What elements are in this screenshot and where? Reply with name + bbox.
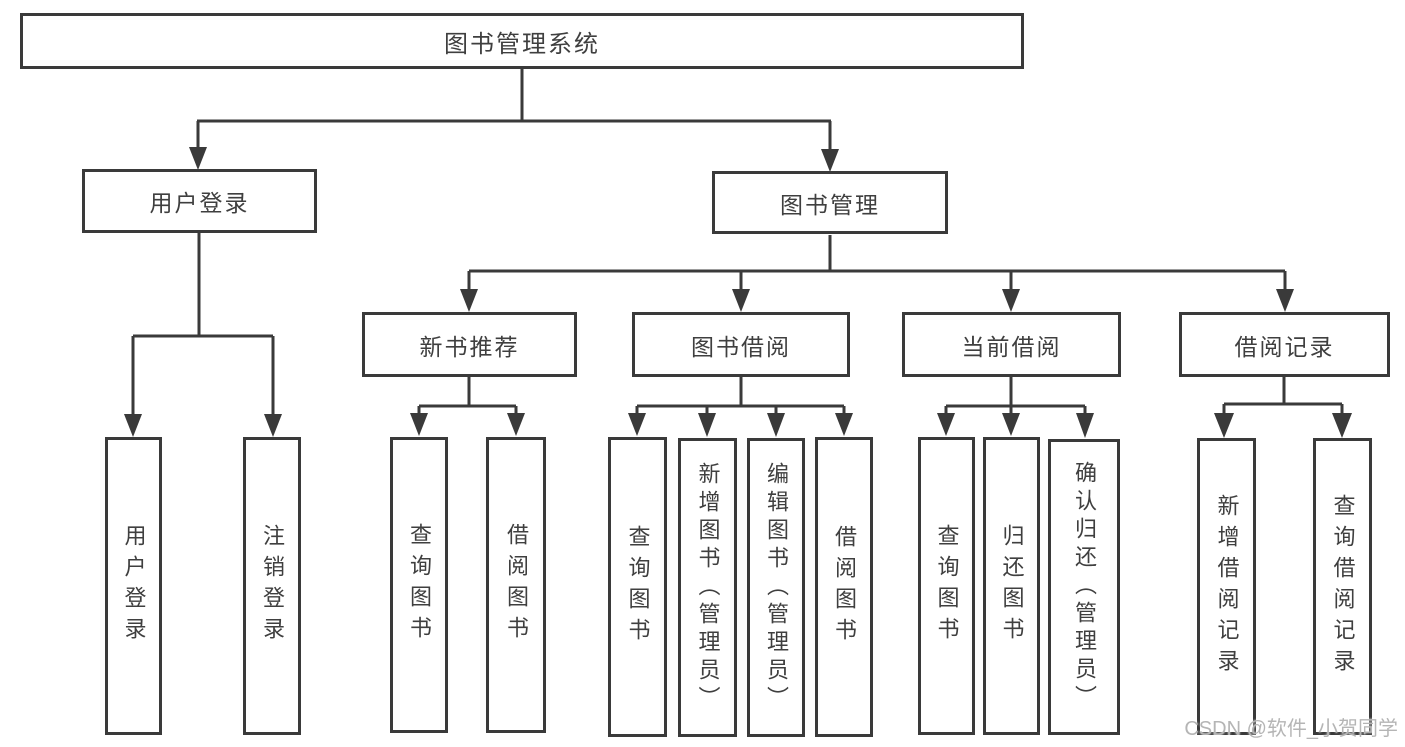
node-label: 查询借阅记录	[1330, 493, 1356, 680]
node-library-management-system: 图书管理系统	[20, 13, 1024, 69]
node-label: 编辑图书（管理员）	[764, 461, 789, 714]
connector-book-management-branch	[460, 235, 1294, 312]
node-label: 用户登录	[121, 524, 147, 648]
leaf-add-borrow-record: 新增借阅记录	[1197, 438, 1256, 735]
node-label: 确认归还（管理员）	[1072, 461, 1097, 713]
connector-borrow-records-branch	[1214, 377, 1352, 438]
node-label: 注销登录	[260, 524, 285, 648]
node-current-borrow: 当前借阅	[902, 312, 1121, 377]
leaf-query-borrow-record: 查询借阅记录	[1313, 438, 1372, 735]
connector-current-borrow-branch	[937, 377, 1094, 438]
node-label: 新增借阅记录	[1214, 493, 1240, 680]
node-label: 借阅图书	[504, 523, 529, 647]
csdn-watermark: CSDN @软件_小贺同学	[1184, 718, 1398, 740]
node-user-login: 用户登录	[82, 169, 317, 233]
leaf-query-books-recommend: 查询图书	[390, 437, 448, 733]
node-label: 新增图书（管理员）	[695, 461, 721, 714]
leaf-borrow-books: 借阅图书	[815, 437, 873, 737]
node-label: 查询图书	[625, 525, 651, 649]
node-label: 当前借阅	[961, 333, 1062, 360]
leaf-edit-books-admin: 编辑图书（管理员）	[747, 438, 805, 737]
node-label: 查询图书	[934, 524, 960, 648]
node-label: 图书管理系统	[444, 30, 600, 58]
node-label: 图书借阅	[691, 333, 791, 360]
node-label: 归还图书	[999, 524, 1025, 648]
connector-user-login-branch	[124, 233, 282, 437]
node-new-book-recommend: 新书推荐	[362, 312, 577, 377]
leaf-add-books-admin: 新增图书（管理员）	[678, 438, 737, 737]
node-book-borrow: 图书借阅	[632, 312, 850, 377]
connector-new-books-branch	[410, 377, 525, 436]
node-label: 图书管理	[780, 191, 880, 218]
connector-book-borrow-branch	[628, 377, 853, 437]
leaf-query-books-borrow: 查询图书	[608, 437, 667, 737]
leaf-return-books: 归还图书	[983, 437, 1040, 735]
node-label: 新书推荐	[419, 333, 520, 360]
node-label: 借阅记录	[1234, 333, 1335, 360]
node-borrow-records: 借阅记录	[1179, 312, 1390, 377]
leaf-confirm-return-admin: 确认归还（管理员）	[1048, 439, 1120, 735]
node-book-management: 图书管理	[712, 171, 948, 234]
leaf-user-login: 用户登录	[105, 437, 162, 735]
node-label: 用户登录	[149, 190, 250, 216]
leaf-borrow-books-recommend: 借阅图书	[486, 437, 546, 733]
leaf-query-books-current: 查询图书	[918, 437, 975, 735]
node-label: 查询图书	[407, 523, 432, 647]
connector-root-to-level1	[189, 68, 839, 172]
node-label: 借阅图书	[832, 525, 857, 649]
leaf-logout: 注销登录	[243, 437, 301, 735]
